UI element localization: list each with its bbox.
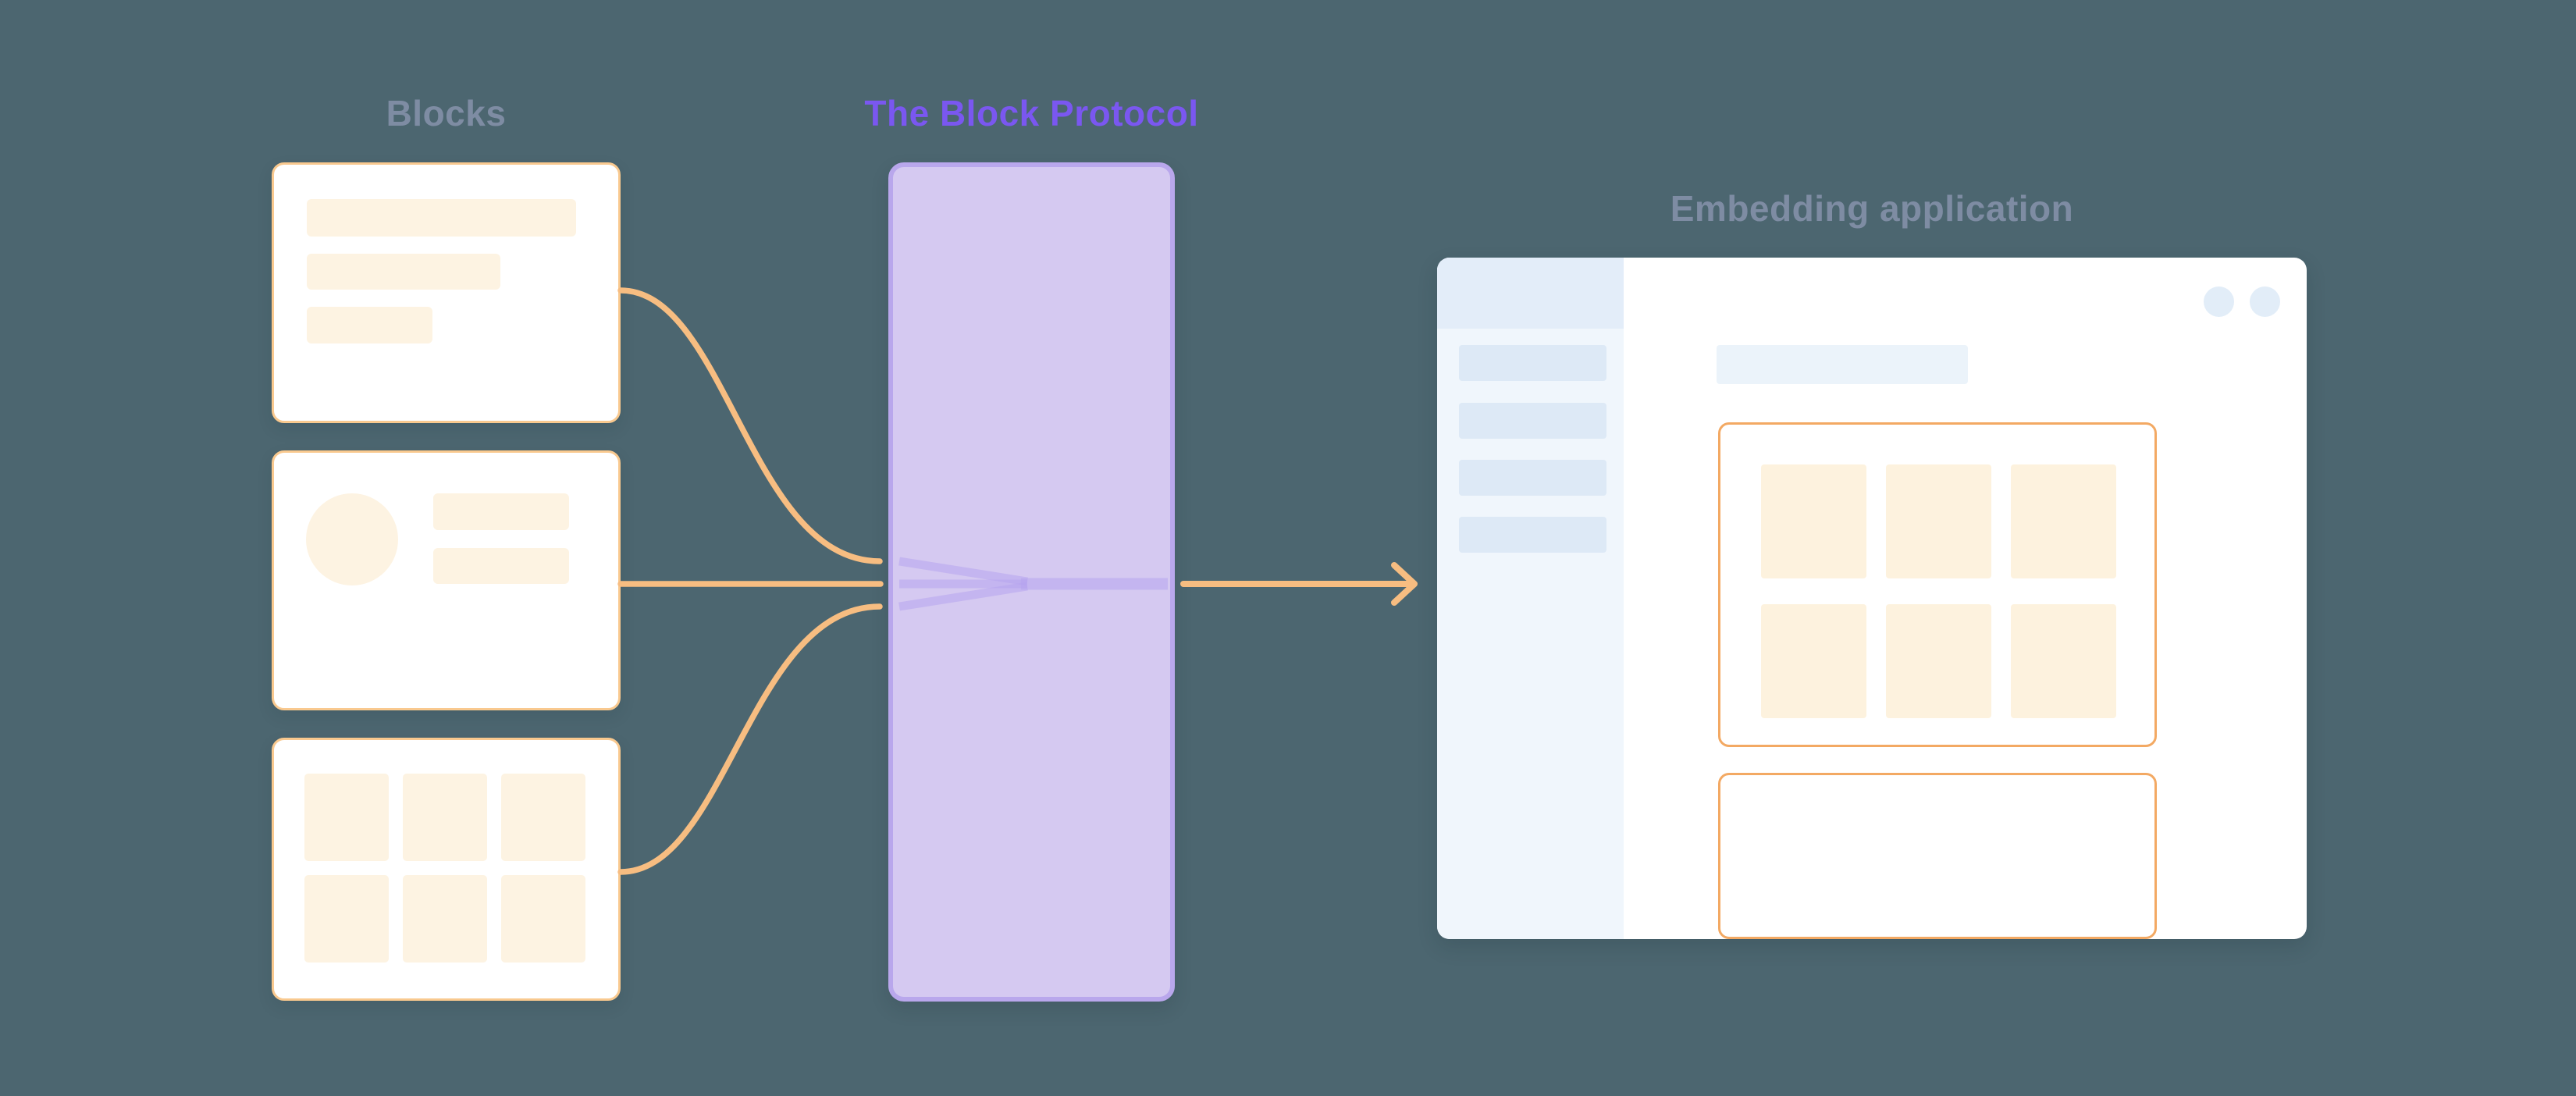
text-line-placeholder	[307, 307, 432, 343]
text-line-placeholder	[433, 548, 569, 584]
embedding-application-window	[1437, 258, 2307, 939]
avatar-circle-placeholder	[306, 493, 398, 585]
image-cell-placeholder	[1886, 604, 1991, 718]
content-header-placeholder	[1717, 345, 1968, 384]
image-cell-placeholder	[403, 875, 487, 963]
blocks-title: Blocks	[386, 93, 507, 133]
connector-curve-bottom	[617, 603, 883, 875]
embedded-grid-block-panel	[1718, 422, 2157, 747]
text-line-placeholder	[307, 254, 500, 290]
protocol-title: The Block Protocol	[864, 93, 1199, 133]
image-cell-placeholder	[304, 774, 389, 861]
sidebar-nav-item-placeholder	[1459, 460, 1606, 496]
image-cell-placeholder	[501, 875, 585, 963]
window-dot	[2204, 286, 2234, 317]
sidebar-header-placeholder	[1437, 258, 1624, 329]
sidebar-nav-item-placeholder	[1459, 345, 1606, 381]
image-cell-placeholder	[1886, 464, 1991, 578]
image-cell-placeholder	[1761, 464, 1866, 578]
arrowhead-icon	[1391, 562, 1418, 606]
sidebar-nav-item-placeholder	[1459, 403, 1606, 439]
image-grid-placeholder	[304, 774, 585, 963]
text-line-placeholder	[433, 493, 569, 530]
grid-block-card	[272, 738, 621, 1001]
sidebar-nav-item-placeholder	[1459, 517, 1606, 553]
text-block-card	[272, 162, 621, 423]
image-cell-placeholder	[304, 875, 389, 963]
embedding-application-title: Embedding application	[1670, 188, 2074, 229]
window-dot	[2250, 286, 2280, 317]
image-grid-placeholder	[1761, 464, 2116, 718]
image-cell-placeholder	[2011, 604, 2116, 718]
window-sidebar	[1437, 258, 1624, 939]
block-protocol-bar	[888, 162, 1175, 1002]
image-cell-placeholder	[1761, 604, 1866, 718]
image-cell-placeholder	[501, 774, 585, 861]
text-line-placeholder	[307, 199, 576, 237]
media-block-card	[272, 450, 621, 710]
embedded-empty-block-panel	[1718, 773, 2157, 939]
connector-curve-top	[617, 287, 883, 564]
image-cell-placeholder	[2011, 464, 2116, 578]
image-cell-placeholder	[403, 774, 487, 861]
